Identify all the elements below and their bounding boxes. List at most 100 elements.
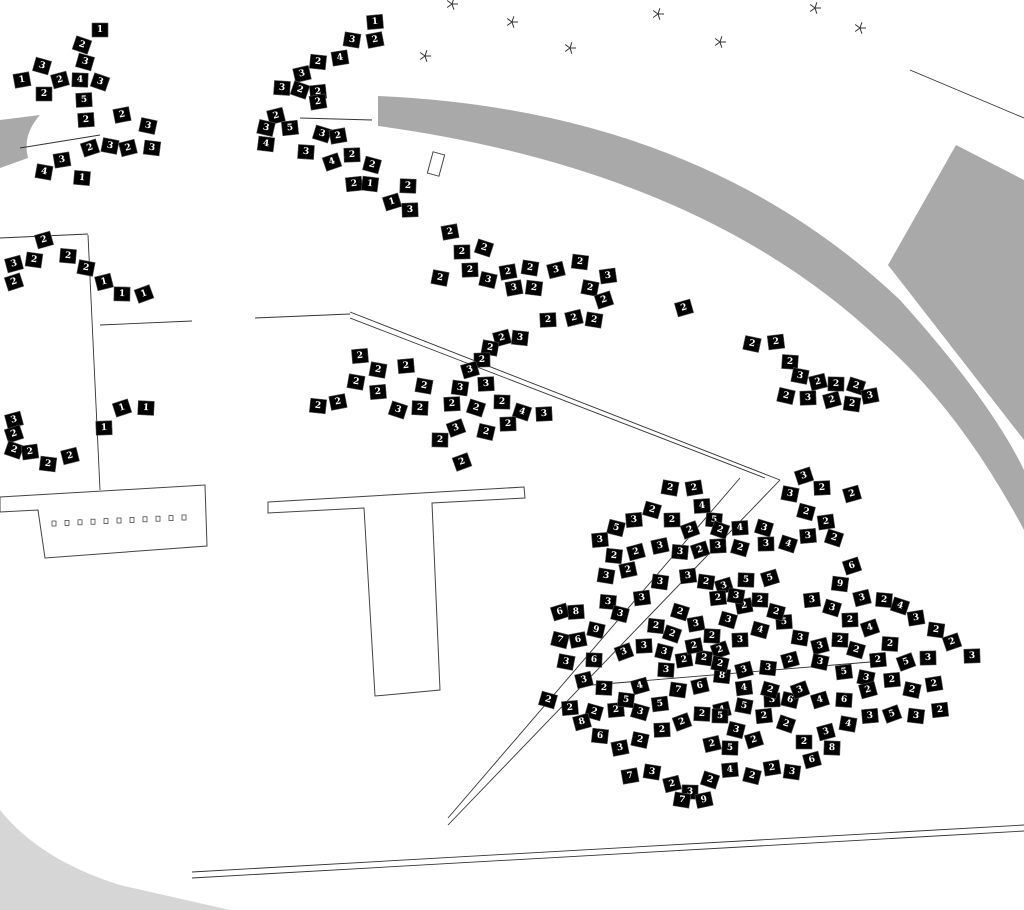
tile-number: 4: [77, 75, 84, 85]
curved-road: [378, 96, 1024, 530]
house-tile: 1: [360, 175, 380, 193]
tree-icon: [506, 16, 518, 28]
house-tile: 2: [584, 311, 604, 329]
tile-number: 2: [371, 34, 379, 45]
house-tile: 2: [743, 730, 765, 750]
tile-number: 2: [482, 426, 490, 437]
house-tile: 3: [780, 485, 800, 503]
tile-block: [781, 354, 799, 370]
tile-number: 8: [573, 607, 580, 617]
house-tile: 2: [414, 377, 434, 395]
tile-number: 2: [402, 361, 409, 372]
tile-block: [100, 137, 120, 155]
tile-number: 2: [888, 675, 895, 686]
tile-block: [751, 592, 769, 608]
house-tile: 4: [734, 679, 754, 697]
tile-block: [59, 248, 77, 264]
tile-number: 6: [841, 695, 848, 705]
small-structure: [426, 151, 446, 177]
house-tile: 5: [616, 691, 636, 709]
tile-number: 3: [656, 540, 664, 551]
tile-number: 1: [388, 196, 397, 207]
tile-block: [841, 556, 863, 576]
house-tile: 4: [731, 520, 749, 536]
house-tile: 3: [799, 390, 817, 406]
tile-number: 2: [9, 276, 18, 287]
house-tile: 3: [810, 653, 830, 671]
tile-block: [137, 400, 155, 416]
tile-block: [742, 766, 762, 786]
house-tile: 2: [59, 248, 77, 264]
tile-block: [802, 750, 822, 770]
tile-number: 2: [295, 84, 304, 95]
house-tile: 2: [822, 390, 842, 410]
tile-block: [650, 573, 670, 591]
house-tile: 2: [780, 650, 800, 670]
house-tile: 6: [802, 750, 822, 770]
house-tile: 4: [838, 715, 858, 733]
tile-block: [830, 575, 850, 593]
house-tile: 2: [3, 440, 25, 460]
tile-number: 5: [710, 515, 717, 526]
house-tile: 2: [431, 432, 449, 448]
tile-block: [568, 631, 588, 649]
tree-icon: [564, 42, 576, 54]
house-tile: 6: [690, 677, 710, 695]
house-tile: 3: [292, 65, 312, 83]
house-tile: 6: [835, 692, 853, 708]
tile-block: [759, 568, 781, 588]
tile-block: [858, 680, 878, 700]
tile-number: 8: [829, 743, 836, 753]
tile-block: [743, 730, 765, 750]
tile-number: 1: [119, 289, 125, 299]
house-tile: 3: [256, 119, 276, 137]
house-tile: 2: [674, 298, 694, 318]
house-tile: 2: [930, 701, 950, 719]
tile-block: [321, 152, 343, 172]
tile-block: [657, 662, 675, 678]
house-tile: 2: [38, 455, 58, 473]
house-tile: 2: [397, 358, 415, 374]
tile-number: 2: [802, 506, 811, 517]
tile-number: 2: [702, 577, 710, 588]
house-tile: 2: [708, 589, 728, 607]
tile-number: 3: [804, 531, 811, 542]
house-tile: 3: [460, 360, 480, 380]
tile-number: 2: [848, 399, 856, 410]
house-tile: 4: [511, 402, 533, 422]
path-line: [254, 313, 351, 319]
house-tile: 3: [100, 137, 120, 155]
house-tile: 2: [941, 632, 963, 652]
house-tile: 4: [321, 152, 343, 172]
tile-number: 2: [851, 380, 860, 391]
house-tile: 2: [775, 714, 797, 734]
tile-number: 2: [676, 606, 685, 617]
tile-block: [796, 502, 816, 522]
tile-number: 8: [718, 671, 725, 682]
house-tile: 9: [830, 575, 850, 593]
tile-block: [593, 290, 615, 310]
tile-number: 2: [436, 272, 444, 283]
house-tile: 8: [572, 712, 592, 732]
tile-number: 4: [327, 156, 336, 167]
house-tile: 2: [60, 446, 80, 466]
tile-number: 2: [334, 396, 342, 407]
tile-block: [822, 390, 842, 410]
tile-number: 3: [348, 35, 356, 46]
tile-number: 3: [604, 271, 612, 282]
tile-number: 2: [505, 419, 512, 429]
tile-block: [889, 596, 911, 616]
tile-block: [766, 333, 786, 351]
tile-block: [776, 387, 796, 405]
tile-number: 2: [314, 87, 321, 98]
tile-block: [411, 400, 429, 416]
tile-block: [308, 93, 328, 111]
tile-block: [366, 14, 384, 30]
tile-number: 3: [456, 383, 464, 394]
tile-number: 2: [420, 381, 428, 392]
tile-number: 2: [544, 694, 553, 705]
house-tile: 2: [343, 147, 361, 163]
house-tile: 3: [731, 632, 749, 648]
house-tile: 1: [12, 71, 32, 89]
tile-number: 2: [479, 355, 485, 365]
